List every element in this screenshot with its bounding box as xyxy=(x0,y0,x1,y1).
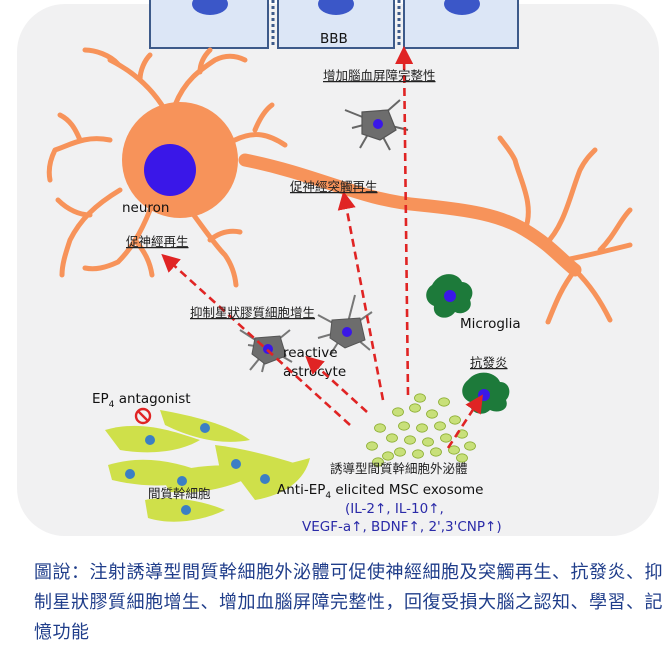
exosome-vesicle xyxy=(464,441,476,451)
exosome-vesicle xyxy=(456,453,468,463)
label-synapse-regeneration: 促神經突觸再生 xyxy=(290,179,378,194)
neuron-nucleus xyxy=(144,144,196,196)
exosome-vesicle xyxy=(404,435,416,445)
exosome-vesicle xyxy=(374,423,386,433)
microglia-cell xyxy=(426,274,473,318)
tight-junction xyxy=(271,0,401,48)
microglia-label: Microglia xyxy=(460,316,521,332)
arrow-to-neuron xyxy=(161,253,351,426)
msc-cell xyxy=(240,458,310,500)
exosome-mechanism-diagram: BBB neuron reactive astrocyte Microglia xyxy=(17,0,659,536)
exosome-vesicle xyxy=(440,433,452,443)
exosome-cluster xyxy=(366,393,476,467)
exosome-vesicle xyxy=(426,409,438,419)
exosome-vesicle xyxy=(412,449,424,459)
bbb-nucleus xyxy=(192,0,228,15)
msc-cell xyxy=(145,498,225,522)
exosome-vesicle xyxy=(398,421,410,431)
exosome-vesicle xyxy=(448,445,460,455)
exosome-vesicle xyxy=(449,415,461,425)
bbb-nucleus xyxy=(444,0,480,15)
bbb-cells xyxy=(149,0,519,49)
diagram-panel xyxy=(17,4,659,536)
exosome-vesicle xyxy=(382,451,394,461)
label-neuron-regeneration: 促神經再生 xyxy=(126,234,189,249)
msc-cells xyxy=(105,410,310,522)
msc-cell xyxy=(105,425,200,453)
cytokine-list-line-2: VEGF-a↑, BDNF↑, 2',3'CNP↑) xyxy=(302,519,502,535)
exosome-vesicle xyxy=(394,447,406,457)
exosome-label-cn: 誘導型間質幹細胞外泌體 xyxy=(330,461,468,476)
ep4-antagonist-label: EP4 antagonist xyxy=(92,391,191,410)
reactive-astrocyte xyxy=(317,294,373,356)
arrow-to-bbb xyxy=(395,45,414,396)
exosome-label-en: Anti-EP4 elicited MSC exosome xyxy=(277,482,483,501)
exosome-vesicle xyxy=(438,397,450,407)
astrocyte-bbb xyxy=(344,99,409,151)
effect-labels: 增加腦血屏障完整性 促神經突觸再生 促神經再生 抑制星狀膠質細胞增生 抗發炎 xyxy=(126,68,508,370)
cytokine-list-line-1: (IL-2↑, IL-10↑, xyxy=(345,501,444,517)
exosome-vesicle xyxy=(422,437,434,447)
exosome-vesicle xyxy=(372,457,384,467)
exosome-vesicle xyxy=(434,421,446,431)
exosome-vesicle xyxy=(416,423,428,433)
msc-label: 間質幹細胞 xyxy=(148,486,211,501)
bbb-label: BBB xyxy=(320,31,348,47)
msc-cell xyxy=(160,410,250,442)
bbb-nucleus xyxy=(318,0,354,15)
exosome-vesicle xyxy=(366,441,378,451)
exosome-vesicle xyxy=(386,433,398,443)
exosome-vesicle xyxy=(392,407,404,417)
reactive-astrocyte-label-1: reactive xyxy=(283,345,338,361)
exosome-vesicle xyxy=(414,393,426,403)
exosome-vesicle xyxy=(430,447,442,457)
effect-arrows xyxy=(161,45,483,449)
label-bbb-integrity: 增加腦血屏障完整性 xyxy=(323,68,436,83)
prohibition-icon xyxy=(134,407,152,425)
arrow-to-microglia xyxy=(446,394,483,449)
exosome-vesicle xyxy=(409,403,421,413)
label-inhibit-astrocyte: 抑制星狀膠質細胞增生 xyxy=(190,305,315,320)
neuron-label: neuron xyxy=(122,200,170,216)
label-anti-inflammation: 抗發炎 xyxy=(470,355,508,370)
figure-caption: 圖說：注射誘導型間質幹細胞外泌體可促使神經細胞及突觸再生、抗發炎、抑制星狀膠質細… xyxy=(34,562,663,643)
arrow-to-synapse xyxy=(337,191,385,401)
